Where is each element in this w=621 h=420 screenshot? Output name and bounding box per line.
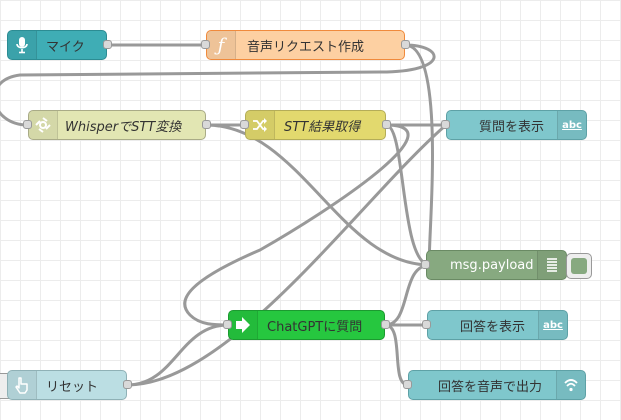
show-question-label: 質問を表示 <box>479 119 545 135</box>
speak-answer-icon-area <box>556 371 585 399</box>
reset-node[interactable]: リセット <box>0 370 132 400</box>
whisper-output-port[interactable] <box>202 120 211 129</box>
shuffle-icon <box>253 118 267 132</box>
debug-node[interactable]: msg.payload <box>421 250 592 280</box>
show-question-icon-area: abc <box>557 111 586 139</box>
debug-toggle-indicator <box>571 258 587 274</box>
chatgpt-label: ChatGPTに質問 <box>267 319 363 335</box>
show-question-node[interactable]: 質問を表示 abc <box>441 110 587 140</box>
whisper-icon-area <box>29 111 58 139</box>
mic-node-icon-area <box>8 31 37 59</box>
show-answer-node[interactable]: 回答を表示 abc <box>422 310 568 340</box>
wire-request-to-whisper[interactable] <box>0 43 436 127</box>
speak-answer-label: 回答を音声で出力 <box>438 379 543 395</box>
hand-pointer-icon <box>15 377 28 394</box>
abc-icon: abc <box>562 119 582 131</box>
whisper-label: WhisperでSTT変換 <box>65 119 182 135</box>
chatgpt-node[interactable]: ChatGPTに質問 <box>223 310 390 340</box>
create-request-node[interactable]: ƒ 音声リクエスト作成 <box>201 30 410 60</box>
debug-icon-area <box>537 251 566 279</box>
wire-chatgpt-to-speech[interactable] <box>384 323 409 387</box>
stt-result-label: STT結果取得 <box>284 119 361 135</box>
show-answer-input-port[interactable] <box>422 320 431 329</box>
mic-output-port[interactable] <box>103 40 112 49</box>
speak-answer-input-port[interactable] <box>403 380 412 389</box>
microphone-icon <box>16 37 28 54</box>
arrow-right-icon <box>236 317 250 333</box>
wire-stt-to-debug[interactable] <box>385 123 431 267</box>
create-request-output-port[interactable] <box>401 40 410 49</box>
debug-toggle-button[interactable] <box>566 253 592 279</box>
stt-result-icon-area <box>246 111 275 139</box>
create-request-label: 音声リクエスト作成 <box>247 39 365 55</box>
chatgpt-input-port[interactable] <box>223 320 232 329</box>
stt-result-input-port[interactable] <box>240 120 249 129</box>
whisper-input-port[interactable] <box>23 120 32 129</box>
reset-icon-area <box>8 371 37 399</box>
speak-answer-node[interactable]: 回答を音声で出力 <box>403 370 586 400</box>
reset-output-port[interactable] <box>123 380 132 389</box>
openai-icon <box>35 117 51 133</box>
stt-result-output-port[interactable] <box>382 120 391 129</box>
debug-input-port[interactable] <box>421 260 430 269</box>
create-request-icon-area: ƒ <box>207 31 236 59</box>
show-answer-icon-area: abc <box>538 311 567 339</box>
list-icon <box>547 258 557 272</box>
stt-result-node[interactable]: STT結果取得 <box>240 110 391 140</box>
reset-label: リセット <box>46 379 99 395</box>
wire-reset-to-question[interactable] <box>126 123 447 387</box>
show-question-input-port[interactable] <box>441 120 450 129</box>
whisper-node[interactable]: WhisperでSTT変換 <box>23 110 211 140</box>
debug-label: msg.payload <box>450 257 534 273</box>
abc-icon: abc <box>543 319 563 331</box>
chatgpt-output-port[interactable] <box>381 320 390 329</box>
mic-node[interactable]: マイク <box>7 30 112 60</box>
wire-whisper-to-debug[interactable] <box>205 123 431 267</box>
function-icon: ƒ <box>217 34 225 56</box>
mic-node-label: マイク <box>46 39 85 55</box>
chatgpt-icon-area <box>229 311 258 339</box>
wire-stt-to-chatgpt[interactable] <box>183 123 410 327</box>
create-request-input-port[interactable] <box>201 40 210 49</box>
show-answer-label: 回答を表示 <box>460 319 526 335</box>
speaker-icon <box>564 379 578 392</box>
wire-chatgpt-to-debug[interactable] <box>384 263 431 327</box>
wire-reset-to-chatgpt[interactable] <box>126 323 229 387</box>
